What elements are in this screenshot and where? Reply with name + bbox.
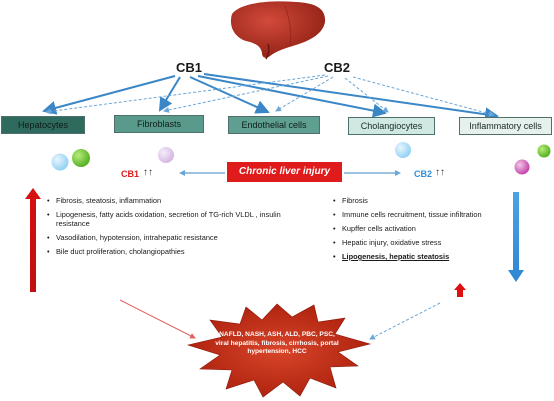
- cell-circle: [72, 149, 90, 167]
- cell-box-inflammatory: Inflammatory cells: [459, 117, 552, 135]
- liver-illustration: [230, 1, 326, 60]
- cell-circle: [395, 142, 411, 158]
- cb1-to-disease-arrow: [119, 299, 196, 339]
- cell-circle: [537, 144, 551, 158]
- cb1-effects-list: Fibrosis, steatosis, inflammation Lipoge…: [47, 196, 297, 261]
- cell-box-endothelial: Endothelial cells: [228, 116, 320, 134]
- list-item: Vasodilation, hypotension, intrahepatic …: [47, 233, 297, 242]
- list-item: Lipogenesis, hepatic steatosis: [333, 252, 508, 261]
- cb1-arrows: [42, 73, 499, 122]
- cb1-up-arrow: [25, 188, 41, 292]
- cell-box-cholangiocytes: Cholangiocytes: [348, 117, 435, 135]
- disease-list: NAFLD, NASH, ASH, ALD, PBC, PSC, viral h…: [215, 331, 339, 356]
- chronic-injury-box: [227, 162, 342, 182]
- list-item: Hepatic injury, oxidative stress: [333, 238, 508, 247]
- cell-box-hepatocytes: Hepatocytes: [1, 116, 85, 134]
- injury-cb1-arrows: ↑↑: [143, 167, 153, 178]
- cb2-label: CB2: [324, 60, 351, 75]
- cell-circle: [51, 153, 69, 171]
- cb2-down-arrow: [508, 192, 524, 282]
- cb2-to-disease-arrow: [369, 302, 441, 340]
- cb2-effects-list: Fibrosis Immune cells recruitment, tissu…: [333, 196, 508, 266]
- cb1-label: CB1: [176, 60, 203, 75]
- cell-circle: [514, 159, 530, 175]
- list-item: Bile duct proliferation, cholangiopathie…: [47, 247, 297, 256]
- cb2-arrows: [45, 74, 495, 117]
- cell-box-fibroblasts: Fibroblasts: [114, 115, 204, 133]
- injury-cb2-arrows: ↑↑: [435, 167, 445, 178]
- list-item: Lipogenesis, fatty acids oxidation, secr…: [47, 210, 297, 228]
- steatosis-up-arrow: [454, 283, 466, 297]
- list-item: Fibrosis: [333, 196, 508, 205]
- injury-cb1-label: CB1: [121, 169, 140, 179]
- injury-cb2-label: CB2: [414, 169, 433, 179]
- chronic-injury-label: Chronic liver injury: [238, 166, 331, 177]
- list-item: Fibrosis, steatosis, inflammation: [47, 196, 297, 205]
- list-item: Immune cells recruitment, tissue infiltr…: [333, 210, 508, 219]
- list-item: Kupffer cells activation: [333, 224, 508, 233]
- disease-starburst: [186, 303, 372, 398]
- cell-circle: [158, 147, 174, 163]
